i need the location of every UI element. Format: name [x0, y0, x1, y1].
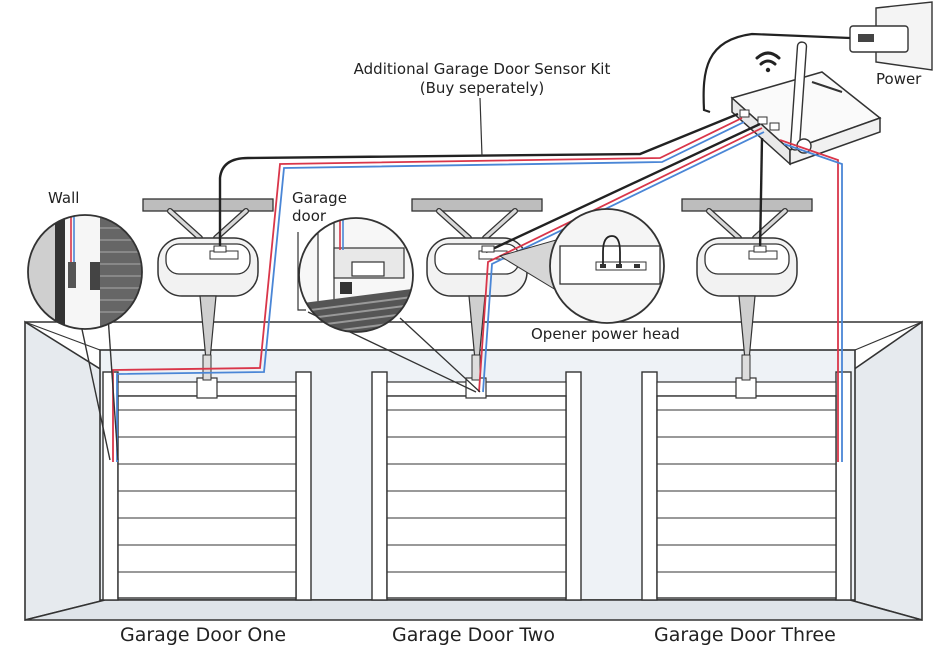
sensor-cable-three — [758, 137, 843, 462]
power-label: Power — [876, 70, 922, 88]
door-two-caption: Garage Door Two — [392, 624, 555, 646]
wall-label: Wall — [48, 189, 80, 207]
garage-door-two — [371, 371, 582, 601]
garage-door-one — [102, 371, 312, 601]
garage-door-label-line2: door — [292, 207, 327, 225]
opener-connectors — [213, 245, 767, 253]
garage-door-label-line1: Garage — [292, 189, 347, 207]
hub-device-icon — [730, 41, 882, 166]
door-three-caption: Garage Door Three — [654, 624, 836, 646]
opener-power-head-label: Opener power head — [531, 325, 680, 343]
sensor-cable-two — [478, 122, 765, 393]
power-cable — [702, 32, 851, 114]
opener-magnifier-icon — [498, 208, 665, 324]
kit-note: (Buy seperately) — [419, 79, 545, 97]
kit-title: Additional Garage Door Sensor Kit — [353, 60, 611, 78]
kit-leader-line — [479, 97, 483, 157]
opener-one — [142, 198, 274, 399]
opener-two — [411, 198, 543, 399]
garage-door-three — [641, 371, 852, 601]
opener-three — [681, 198, 813, 399]
wall-magnifier-icon — [27, 214, 143, 461]
garage-door-leader-line — [297, 232, 306, 311]
power-plug-icon — [849, 1, 933, 71]
wifi-icon — [755, 51, 781, 73]
door-one-caption: Garage Door One — [120, 624, 287, 646]
